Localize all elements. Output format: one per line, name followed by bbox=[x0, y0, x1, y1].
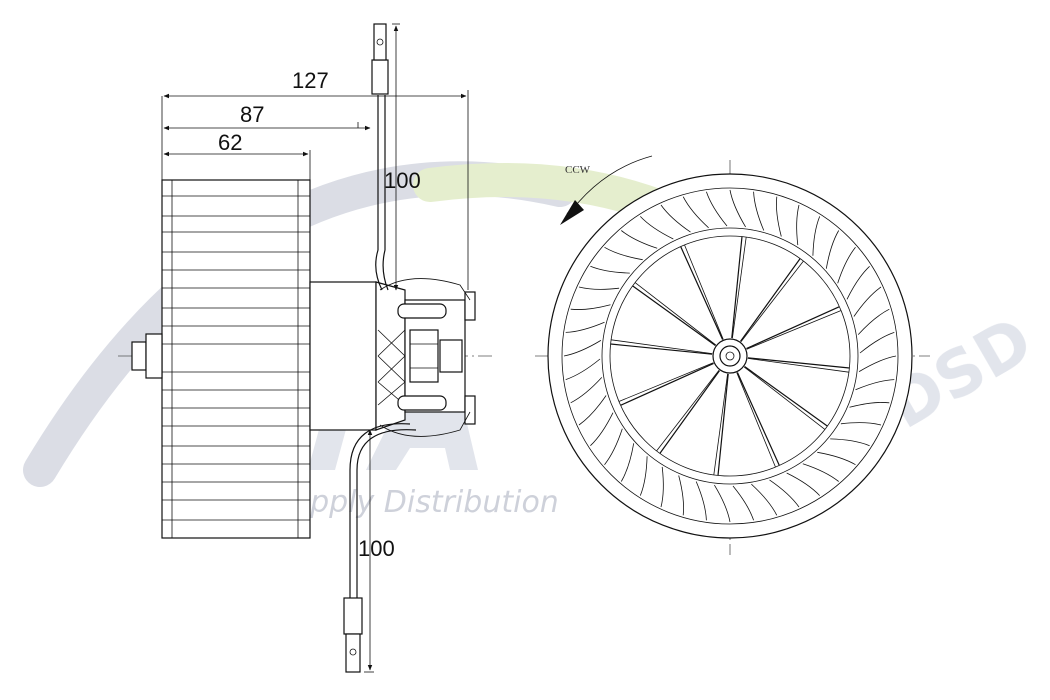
fan-spoke-edge bbox=[746, 310, 842, 350]
dimension-wire-bottom-label: 100 bbox=[358, 536, 395, 561]
fan-blade bbox=[570, 304, 611, 310]
connector-assembly bbox=[377, 278, 476, 437]
fan-blade bbox=[786, 472, 820, 496]
fan-blade bbox=[751, 483, 778, 516]
fan-spoke bbox=[746, 306, 840, 350]
fan-blade bbox=[578, 286, 620, 290]
dimension-62-label: 62 bbox=[218, 130, 242, 155]
fan-blade bbox=[825, 230, 840, 269]
fan-blades-outer bbox=[563, 189, 897, 523]
fan-spoke bbox=[680, 246, 724, 340]
fan-spoke-edge bbox=[743, 366, 826, 430]
fan-blade bbox=[578, 395, 607, 426]
fan-blade bbox=[817, 451, 856, 466]
fan-blade bbox=[859, 332, 895, 354]
fan-blade bbox=[858, 355, 897, 372]
dimension-87: 87 bbox=[163, 102, 371, 131]
fan-spoke-edge bbox=[684, 244, 724, 340]
fan-blade bbox=[846, 266, 870, 300]
fan-blade bbox=[830, 438, 870, 447]
fan-blade bbox=[695, 481, 707, 521]
fan-spoke bbox=[740, 258, 801, 342]
front-view: CCW bbox=[535, 155, 930, 555]
fan-hub bbox=[712, 338, 748, 374]
fan-blade bbox=[732, 485, 754, 521]
fan-blade bbox=[812, 216, 821, 256]
fan-spoke-edge bbox=[713, 373, 728, 475]
fan-inner-ring-2 bbox=[601, 227, 859, 485]
dimension-62: 62 bbox=[163, 130, 311, 180]
fan-inner-ring-1 bbox=[561, 187, 899, 525]
fan-spoke bbox=[659, 370, 720, 454]
side-view: 127 87 62 100 100 bbox=[118, 23, 495, 673]
fan-blade bbox=[565, 321, 605, 333]
fan-blade bbox=[682, 196, 709, 229]
fan-blade bbox=[776, 196, 782, 237]
fan-blade bbox=[714, 484, 731, 523]
fan-blade bbox=[706, 191, 728, 227]
fan-spokes bbox=[610, 236, 850, 476]
fan-blade bbox=[570, 377, 603, 404]
fan-spoke-edge bbox=[740, 260, 804, 343]
fan-spoke-edge bbox=[634, 282, 717, 346]
fan-blade bbox=[729, 189, 746, 228]
fan-blade-lines bbox=[162, 180, 310, 538]
dimension-wire-bottom: 100 bbox=[358, 429, 395, 673]
dimension-wire-top-label: 100 bbox=[384, 168, 421, 193]
fan-spoke bbox=[717, 373, 729, 476]
fan-spoke-edge bbox=[747, 358, 849, 373]
fan-blade bbox=[660, 204, 691, 233]
fan-blade bbox=[837, 247, 856, 284]
fan-spoke bbox=[731, 236, 743, 339]
dimension-wire-top: 100 bbox=[384, 23, 421, 291]
fan-blade bbox=[857, 308, 890, 335]
fan-blade bbox=[853, 286, 882, 317]
fan-spoke bbox=[632, 285, 716, 346]
fan-blade bbox=[802, 463, 839, 482]
dimension-87-label: 87 bbox=[240, 102, 264, 127]
fan-blade bbox=[590, 265, 630, 274]
fan-blade bbox=[840, 422, 882, 426]
fan-wheel-side bbox=[161, 179, 311, 539]
fan-blade bbox=[678, 475, 684, 516]
fan-blade bbox=[590, 412, 614, 446]
fan-spoke bbox=[736, 372, 780, 466]
fan-spoke bbox=[610, 343, 713, 355]
rotation-direction: CCW bbox=[560, 155, 653, 225]
fan-spoke-edge bbox=[732, 237, 747, 339]
fan-blade bbox=[621, 230, 658, 249]
fan-blade bbox=[604, 246, 643, 261]
fan-blade bbox=[796, 204, 800, 246]
fan-spoke-edge bbox=[611, 339, 713, 354]
dimension-127: 127 bbox=[161, 68, 469, 290]
fan-blade bbox=[565, 358, 601, 380]
fan-blade bbox=[620, 443, 635, 482]
fan-spoke bbox=[744, 366, 828, 427]
fan-blade bbox=[639, 456, 648, 496]
fan-blade bbox=[855, 379, 895, 391]
fan-blade bbox=[849, 402, 890, 408]
fan-spoke bbox=[747, 357, 850, 369]
wire-bottom bbox=[343, 423, 417, 673]
fan-blade bbox=[769, 479, 800, 508]
fan-blade bbox=[753, 191, 765, 231]
fan-blade bbox=[604, 428, 623, 465]
fan-blade bbox=[563, 340, 602, 357]
fan-spoke-edge bbox=[656, 369, 720, 452]
fan-spoke-edge bbox=[736, 372, 776, 468]
fan-inner-ring-3 bbox=[609, 235, 851, 477]
dimension-127-label: 127 bbox=[292, 68, 329, 93]
fan-blade bbox=[660, 466, 664, 508]
fan-spoke-edge bbox=[618, 362, 714, 402]
fan-blade bbox=[640, 216, 674, 240]
motor-housing bbox=[309, 281, 377, 431]
shaft-cap bbox=[131, 333, 163, 379]
fan-spoke bbox=[620, 362, 714, 406]
rotation-label: CCW bbox=[565, 164, 591, 176]
wire-top bbox=[371, 23, 389, 291]
